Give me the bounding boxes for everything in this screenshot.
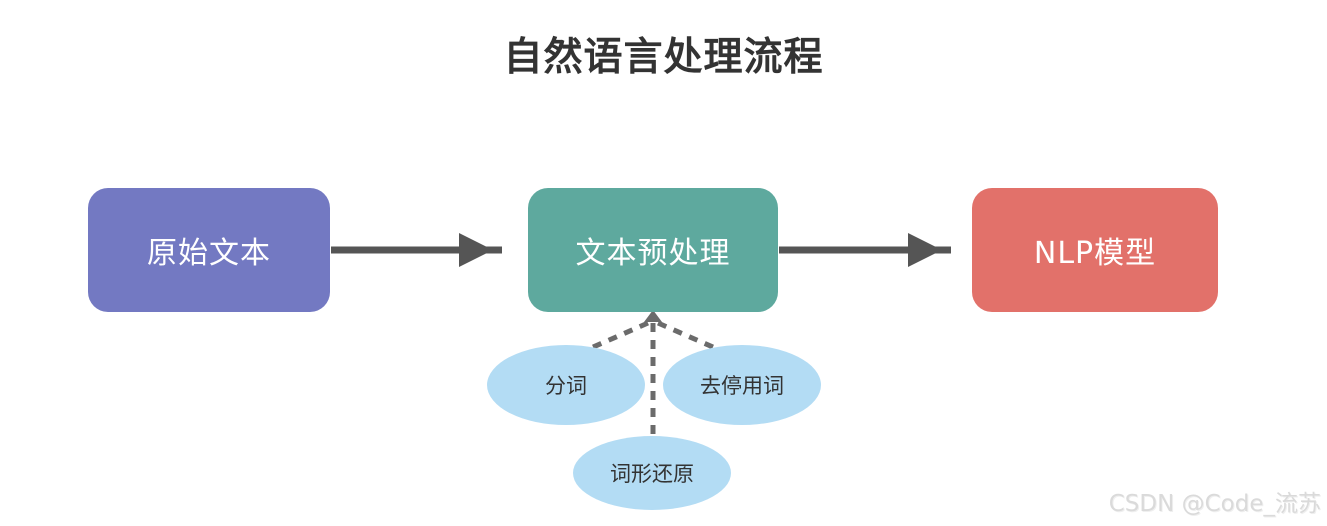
node-text-preprocessing: 文本预处理	[528, 188, 778, 312]
substep-stopword-removal-label: 去停用词	[700, 374, 784, 398]
flow-arrow-raw-to-preprocessing	[331, 233, 502, 267]
substep-tokenization: 分词	[487, 345, 645, 425]
node-nlp-model-label: NLP模型	[1033, 236, 1157, 271]
diagram-title: 自然语言处理流程	[503, 35, 824, 80]
node-raw-text: 原始文本	[88, 188, 330, 312]
node-text-preprocessing-label: 文本预处理	[575, 236, 731, 271]
substep-lemmatization: 词形还原	[573, 436, 731, 510]
node-nlp-model: NLP模型	[972, 188, 1218, 312]
substep-lemmatization-label: 词形还原	[610, 462, 694, 486]
node-raw-text-label: 原始文本	[147, 236, 271, 271]
substep-tokenization-label: 分词	[545, 374, 587, 398]
watermark: CSDN @Code_流苏	[1108, 491, 1321, 517]
substep-stopword-removal: 去停用词	[663, 345, 821, 425]
flow-arrow-preprocessing-to-nlp	[779, 233, 951, 267]
